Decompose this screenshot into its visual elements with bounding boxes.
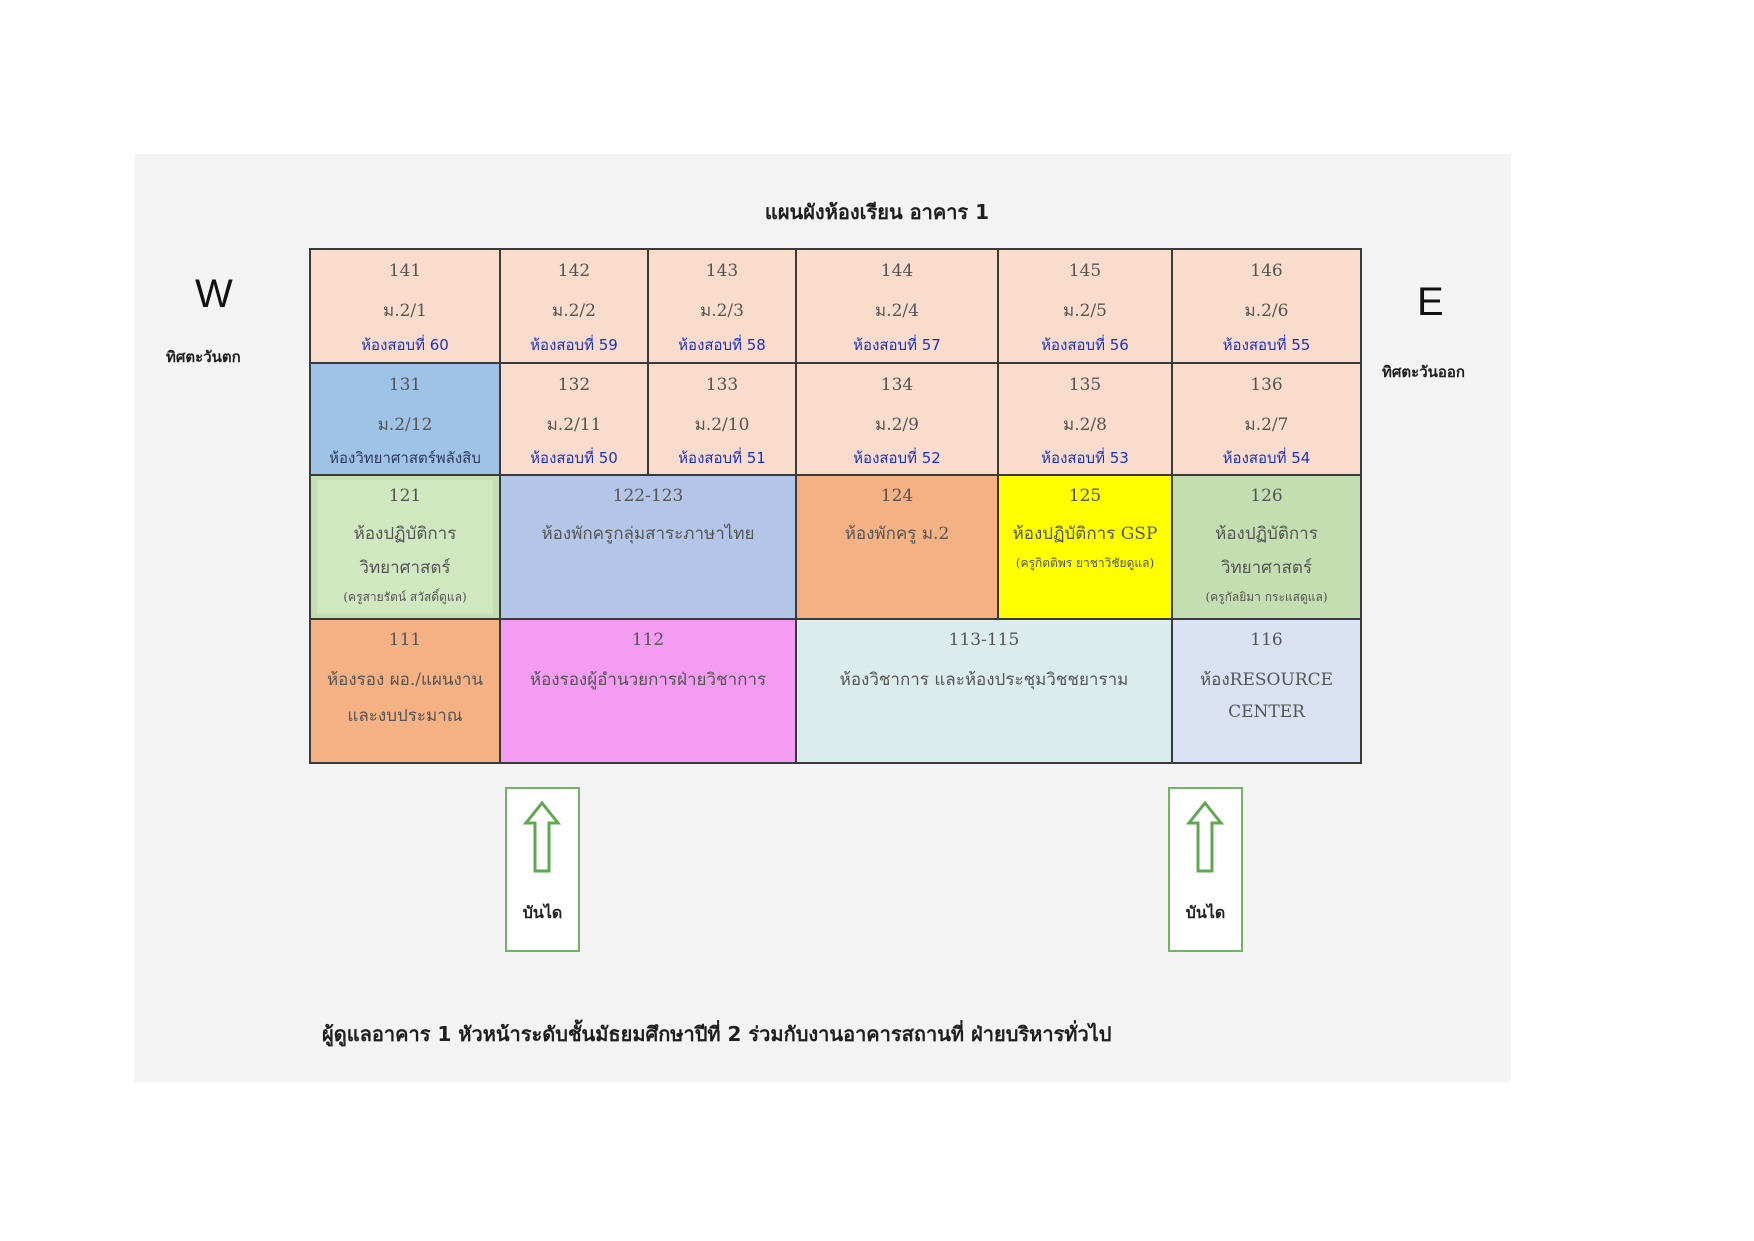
room-146[interactable]: 146 ม.2/6 ห้องสอบที่ 55 [1171,248,1362,364]
room-number: 121 [388,486,422,506]
room-name: ห้องวิทยาศาสตร์พลังสิบ [329,449,481,467]
room-number: 134 [880,375,914,395]
room-name: ห้องรอง ผอ./แผนงาน [326,670,484,690]
room-number: 133 [705,375,739,395]
room-note: (ครูกิตติพร ยาชาวิชัยดูแล) [1015,556,1155,570]
room-name: ห้องพักครู ม.2 [844,524,950,544]
west-letter: W [195,272,233,316]
room-name: ห้องปฏิบัติการ GSP [1012,524,1158,544]
room-name: ห้องพักครูกลุ่มสาระภาษาไทย [541,524,755,544]
exam-room-label: ห้องสอบที่ 58 [678,336,766,354]
room-125[interactable]: 125 ห้องปฏิบัติการ GSP (ครูกิตติพร ยาชาว… [997,474,1173,620]
room-136[interactable]: 136 ม.2/7 ห้องสอบที่ 54 [1171,362,1362,476]
room-class: ม.2/7 [1244,415,1289,435]
exam-room-label: ห้องสอบที่ 60 [361,336,449,354]
room-number: 131 [388,375,422,395]
room-note: (ครูสายรัตน์ สวัสดิ์ดูแล) [343,590,467,604]
exam-room-label: ห้องสอบที่ 57 [853,336,941,354]
room-number: 116 [1250,630,1283,650]
arrow-up-icon [522,800,562,873]
east-letter: E [1417,280,1444,324]
room-class: ม.2/5 [1063,301,1107,321]
room-143[interactable]: 143 ม.2/3 ห้องสอบที่ 58 [647,248,797,364]
room-note: (ครูกัลยิมา กระแสดูแล) [1205,590,1328,604]
room-number: 126 [1250,486,1283,506]
room-142[interactable]: 142 ม.2/2 ห้องสอบที่ 59 [499,248,649,364]
room-135[interactable]: 135 ม.2/8 ห้องสอบที่ 53 [997,362,1173,476]
room-number: 112 [631,630,665,650]
room-111[interactable]: 111 ห้องรอง ผอ./แผนงาน และงบประมาณ [309,618,501,764]
room-133[interactable]: 133 ม.2/10 ห้องสอบที่ 51 [647,362,797,476]
room-number: 142 [557,261,591,281]
room-121[interactable]: 121 ห้องปฏิบัติการ วิทยาศาสตร์ (ครูสายรั… [309,474,501,620]
room-name-line2: และงบประมาณ [347,706,463,726]
room-name: ห้องRESOURCE [1199,670,1334,690]
exam-room-label: ห้องสอบที่ 55 [1222,336,1311,354]
arrow-up-icon [1185,800,1225,873]
room-number: 135 [1068,375,1102,395]
east-label: ทิศตะวันออก [1382,363,1465,381]
exam-room-label: ห้องสอบที่ 53 [1041,449,1129,467]
room-116[interactable]: 116 ห้องRESOURCE CENTER [1171,618,1362,764]
room-number: 145 [1068,261,1102,281]
room-112[interactable]: 112 ห้องรองผู้อำนวยการฝ่ายวิชาการ [499,618,797,764]
stairs-label: บันได [1185,903,1226,922]
room-122-123[interactable]: 122-123 ห้องพักครูกลุ่มสาระภาษาไทย [499,474,797,620]
room-number: 122-123 [612,486,684,506]
room-name: ห้องปฏิบัติการ [353,524,457,544]
stairs-label: บันได [522,903,563,922]
room-name: ห้องปฏิบัติการ [1215,524,1318,544]
room-number: 143 [705,261,739,281]
room-name-line2: วิทยาศาสตร์ [1220,558,1313,578]
room-class: ม.2/10 [694,415,750,435]
room-name-line2: CENTER [1228,702,1305,722]
room-number: 132 [557,375,591,395]
diagram-title: แผนผังห้องเรียน อาคาร 1 [764,200,990,224]
room-number: 141 [388,261,422,281]
footer-caretaker-note: ผู้ดูแลอาคาร 1 หัวหน้าระดับชั้นมัธยมศึกษ… [322,1022,1112,1046]
room-124[interactable]: 124 ห้องพักครู ม.2 [795,474,999,620]
room-class: ม.2/11 [546,415,602,435]
room-class: ม.2/1 [383,301,427,321]
room-class: ม.2/3 [700,301,744,321]
room-name: ห้องวิชาการ และห้องประชุมวิชชยาราม [839,670,1129,690]
room-number: 144 [880,261,914,281]
room-number: 125 [1068,486,1102,506]
room-class: ม.2/12 [377,415,433,435]
room-class: ม.2/4 [875,301,919,321]
room-134[interactable]: 134 ม.2/9 ห้องสอบที่ 52 [795,362,999,476]
room-class: ม.2/2 [552,301,596,321]
room-class: ม.2/8 [1063,415,1107,435]
room-inner-panel [317,480,493,614]
room-number: 113-115 [948,630,1020,650]
exam-room-label: ห้องสอบที่ 59 [530,336,618,354]
room-number: 136 [1250,375,1283,395]
room-113-115[interactable]: 113-115 ห้องวิชาการ และห้องประชุมวิชชยาร… [795,618,1173,764]
stairs-right[interactable]: บันได [1168,787,1243,952]
room-class: ม.2/9 [875,415,919,435]
room-number: 111 [388,630,422,650]
room-name: ห้องรองผู้อำนวยการฝ่ายวิชาการ [529,670,767,690]
room-126[interactable]: 126 ห้องปฏิบัติการ วิทยาศาสตร์ (ครูกัลยิ… [1171,474,1362,620]
exam-room-label: ห้องสอบที่ 50 [530,449,618,467]
stairs-left[interactable]: บันได [505,787,580,952]
room-132[interactable]: 132 ม.2/11 ห้องสอบที่ 50 [499,362,649,476]
room-144[interactable]: 144 ม.2/4 ห้องสอบที่ 57 [795,248,999,364]
room-number: 124 [880,486,914,506]
room-name-line2: วิทยาศาสตร์ [359,558,451,578]
room-141[interactable]: 141 ม.2/1 ห้องสอบที่ 60 [309,248,501,364]
room-number: 146 [1250,261,1283,281]
exam-room-label: ห้องสอบที่ 56 [1041,336,1129,354]
exam-room-label: ห้องสอบที่ 51 [678,449,766,467]
room-class: ม.2/6 [1244,301,1289,321]
west-label: ทิศตะวันตก [166,348,241,366]
exam-room-label: ห้องสอบที่ 54 [1222,449,1311,467]
exam-room-label: ห้องสอบที่ 52 [853,449,941,467]
room-145[interactable]: 145 ม.2/5 ห้องสอบที่ 56 [997,248,1173,364]
room-131[interactable]: 131 ม.2/12 ห้องวิทยาศาสตร์พลังสิบ [309,362,501,476]
